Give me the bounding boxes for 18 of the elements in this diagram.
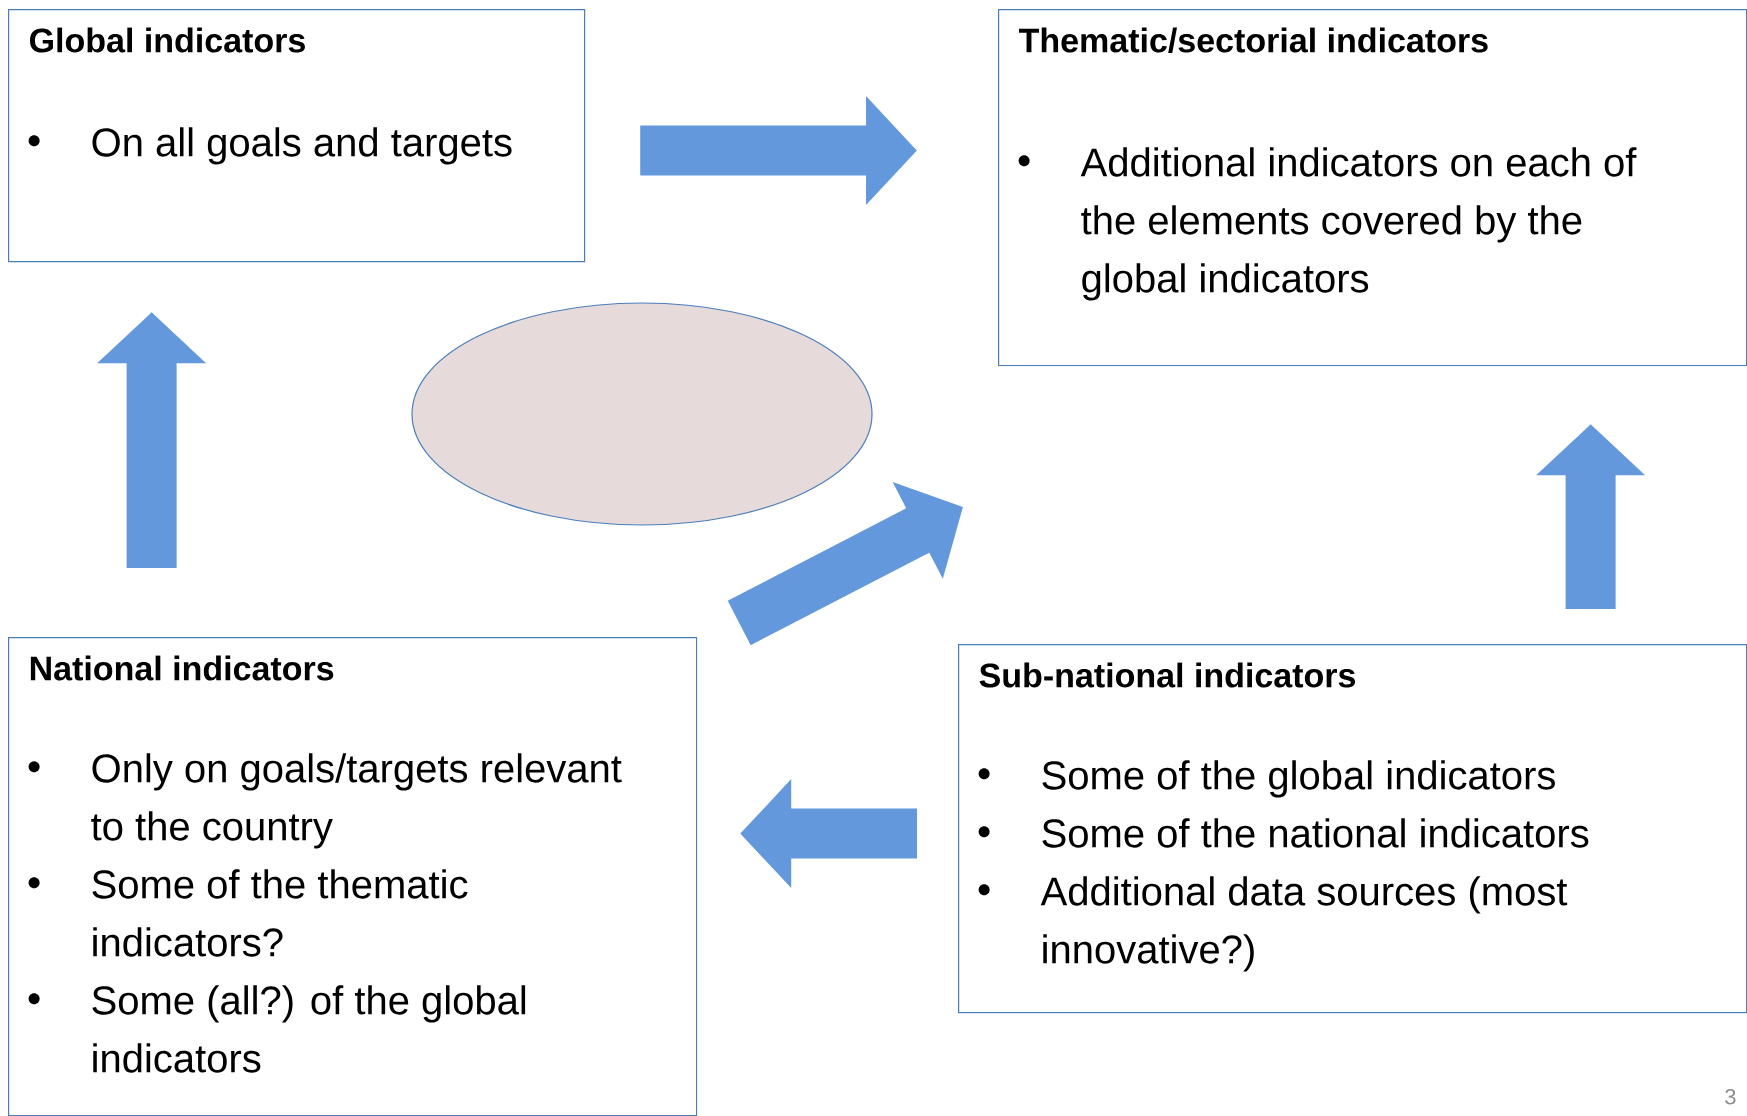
box-heading: Thematic/sectorial indicators bbox=[1019, 27, 1488, 53]
text-box bbox=[958, 644, 1747, 1014]
bullet-item: On all goals and targets bbox=[92, 127, 512, 165]
page-number: 3 bbox=[1725, 1088, 1736, 1105]
bullet-item: Some of the global indicators bbox=[1042, 760, 1555, 798]
bullet-item: Only on goals/targets relevant to the country bbox=[91, 753, 622, 849]
text-box bbox=[8, 9, 586, 263]
bullet-item: Some of the national indicators bbox=[1042, 818, 1589, 848]
text-box bbox=[8, 637, 698, 1116]
text-box bbox=[998, 9, 1747, 367]
bullet-item: Some of the thematic indicators? bbox=[92, 869, 468, 957]
box-heading: Global indicators bbox=[30, 27, 305, 53]
bullet-item: Additional indicators on each of the elements covered by the global indicators bbox=[1080, 147, 1637, 301]
bullet-item: Some (all?) of the global indicators bbox=[92, 985, 526, 1073]
box-heading: National indicators bbox=[30, 655, 334, 681]
bullet-item: Additional data sources (most innovative?) bbox=[1040, 876, 1568, 972]
ellipse bbox=[411, 302, 873, 526]
box-heading: Sub-national indicators bbox=[979, 662, 1356, 688]
